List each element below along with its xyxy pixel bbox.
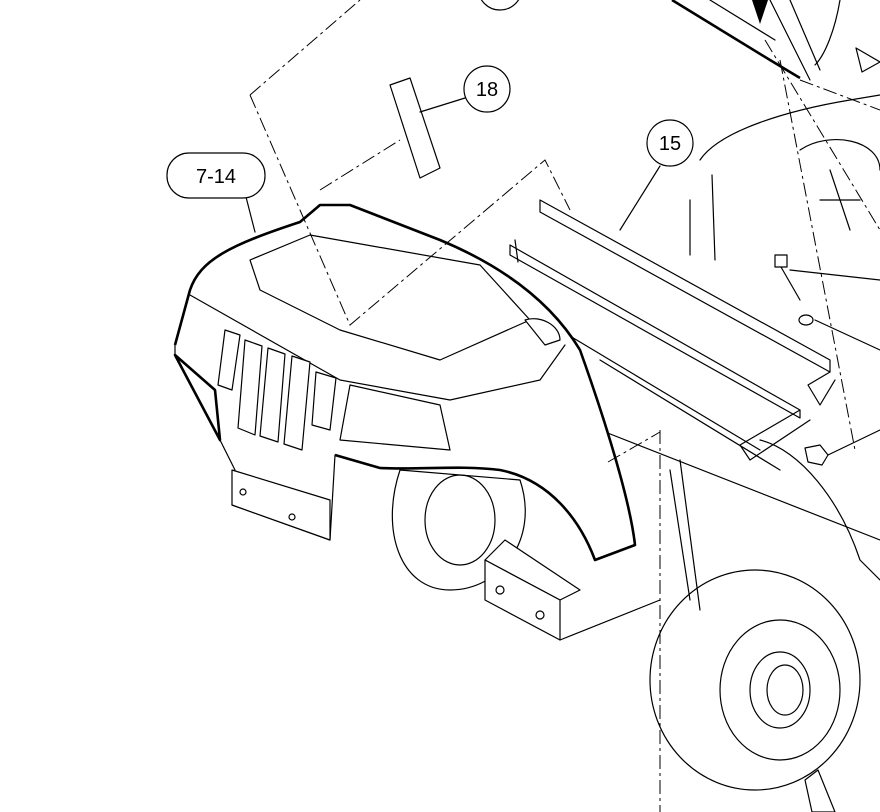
tractor-frame <box>559 94 880 581</box>
hood-assembly <box>173 203 637 562</box>
callout-18-label: 18 <box>476 79 498 101</box>
bolt-washer-nut <box>774 254 880 466</box>
part-15-rails <box>509 199 836 461</box>
callout-15: 15 <box>619 119 694 231</box>
callout-circle-top <box>480 0 520 11</box>
alignment-lines <box>249 0 880 812</box>
callout-7-14: 7-14 <box>166 152 266 233</box>
axle-bracket <box>484 459 701 641</box>
seat-fragment <box>671 0 880 81</box>
callout-18: 18 <box>419 65 511 113</box>
callout-7-14-label: 7-14 <box>196 166 236 188</box>
callout-15-label: 15 <box>659 133 681 155</box>
part-fragment-bottom <box>804 769 836 812</box>
part-18-strip <box>389 77 441 179</box>
rear-wheel <box>649 569 861 791</box>
